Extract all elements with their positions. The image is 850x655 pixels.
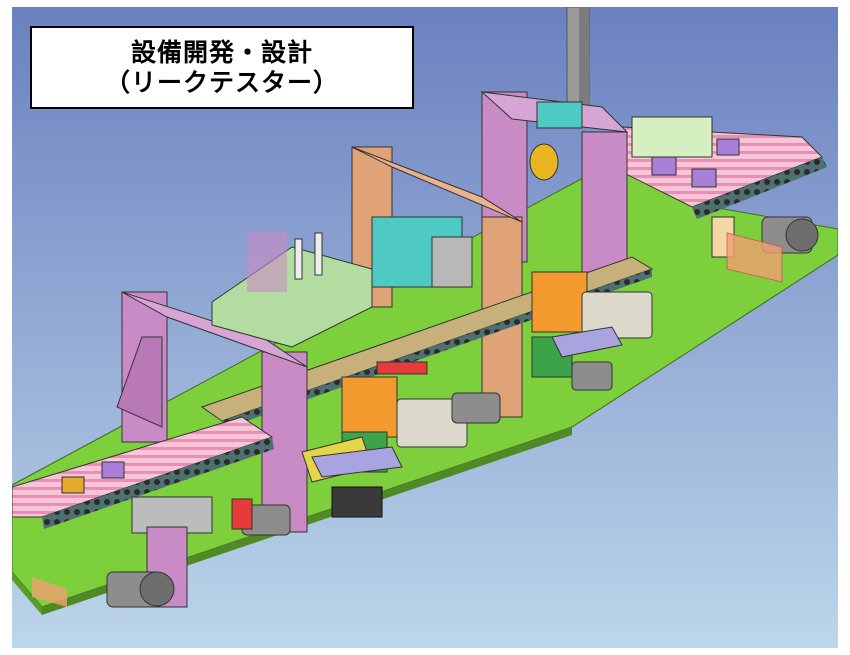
station-motor-middle: [451, 392, 501, 424]
base-plate-edge: [12, 572, 42, 615]
front-fixture-1: [61, 476, 85, 494]
station-orange-plate-2: [341, 376, 398, 438]
front-orange-mesh: [32, 577, 67, 607]
middle-gray-block: [431, 236, 473, 288]
top-pin-1: [294, 238, 303, 280]
front-red-block: [231, 498, 253, 530]
rear-fixture-1: [651, 156, 677, 176]
cad-render-image: [12, 7, 838, 648]
rear-teal-block: [536, 101, 583, 129]
caption-line-2: （リークテスター）: [104, 67, 339, 97]
front-black-actuator: [331, 486, 383, 518]
rear-plate: [631, 116, 713, 158]
front-conveyor-chain: [42, 437, 274, 529]
rear-gantry-right-post: [581, 131, 628, 273]
caption-line-1: 設備開発・設計: [130, 37, 313, 67]
top-pin-2: [314, 232, 323, 276]
station-red-bar: [376, 361, 428, 375]
rear-conveyor-chain: [692, 157, 827, 219]
station-motor-right: [571, 361, 613, 391]
front-fixture-2: [101, 461, 125, 479]
station-lavender-plate-1: [551, 326, 623, 358]
rear-fixture-3: [716, 138, 740, 156]
station-orange-plate-1: [531, 271, 588, 333]
rear-motor-end: [785, 218, 819, 252]
front-motor-end: [139, 571, 175, 607]
title-caption-box: 設備開発・設計 （リークテスター）: [30, 26, 414, 109]
rear-safety-mesh: [726, 232, 783, 283]
front-lavender-plate: [311, 446, 403, 478]
vertical-column-shade: [579, 7, 589, 107]
rear-fixture-2: [691, 168, 717, 188]
middle-gantry-beam: [351, 146, 523, 223]
rear-yellow-sensor: [529, 143, 559, 181]
front-gantry-brace: [116, 336, 163, 428]
top-green-plate: [211, 246, 373, 348]
top-green-box-side: [247, 232, 287, 292]
